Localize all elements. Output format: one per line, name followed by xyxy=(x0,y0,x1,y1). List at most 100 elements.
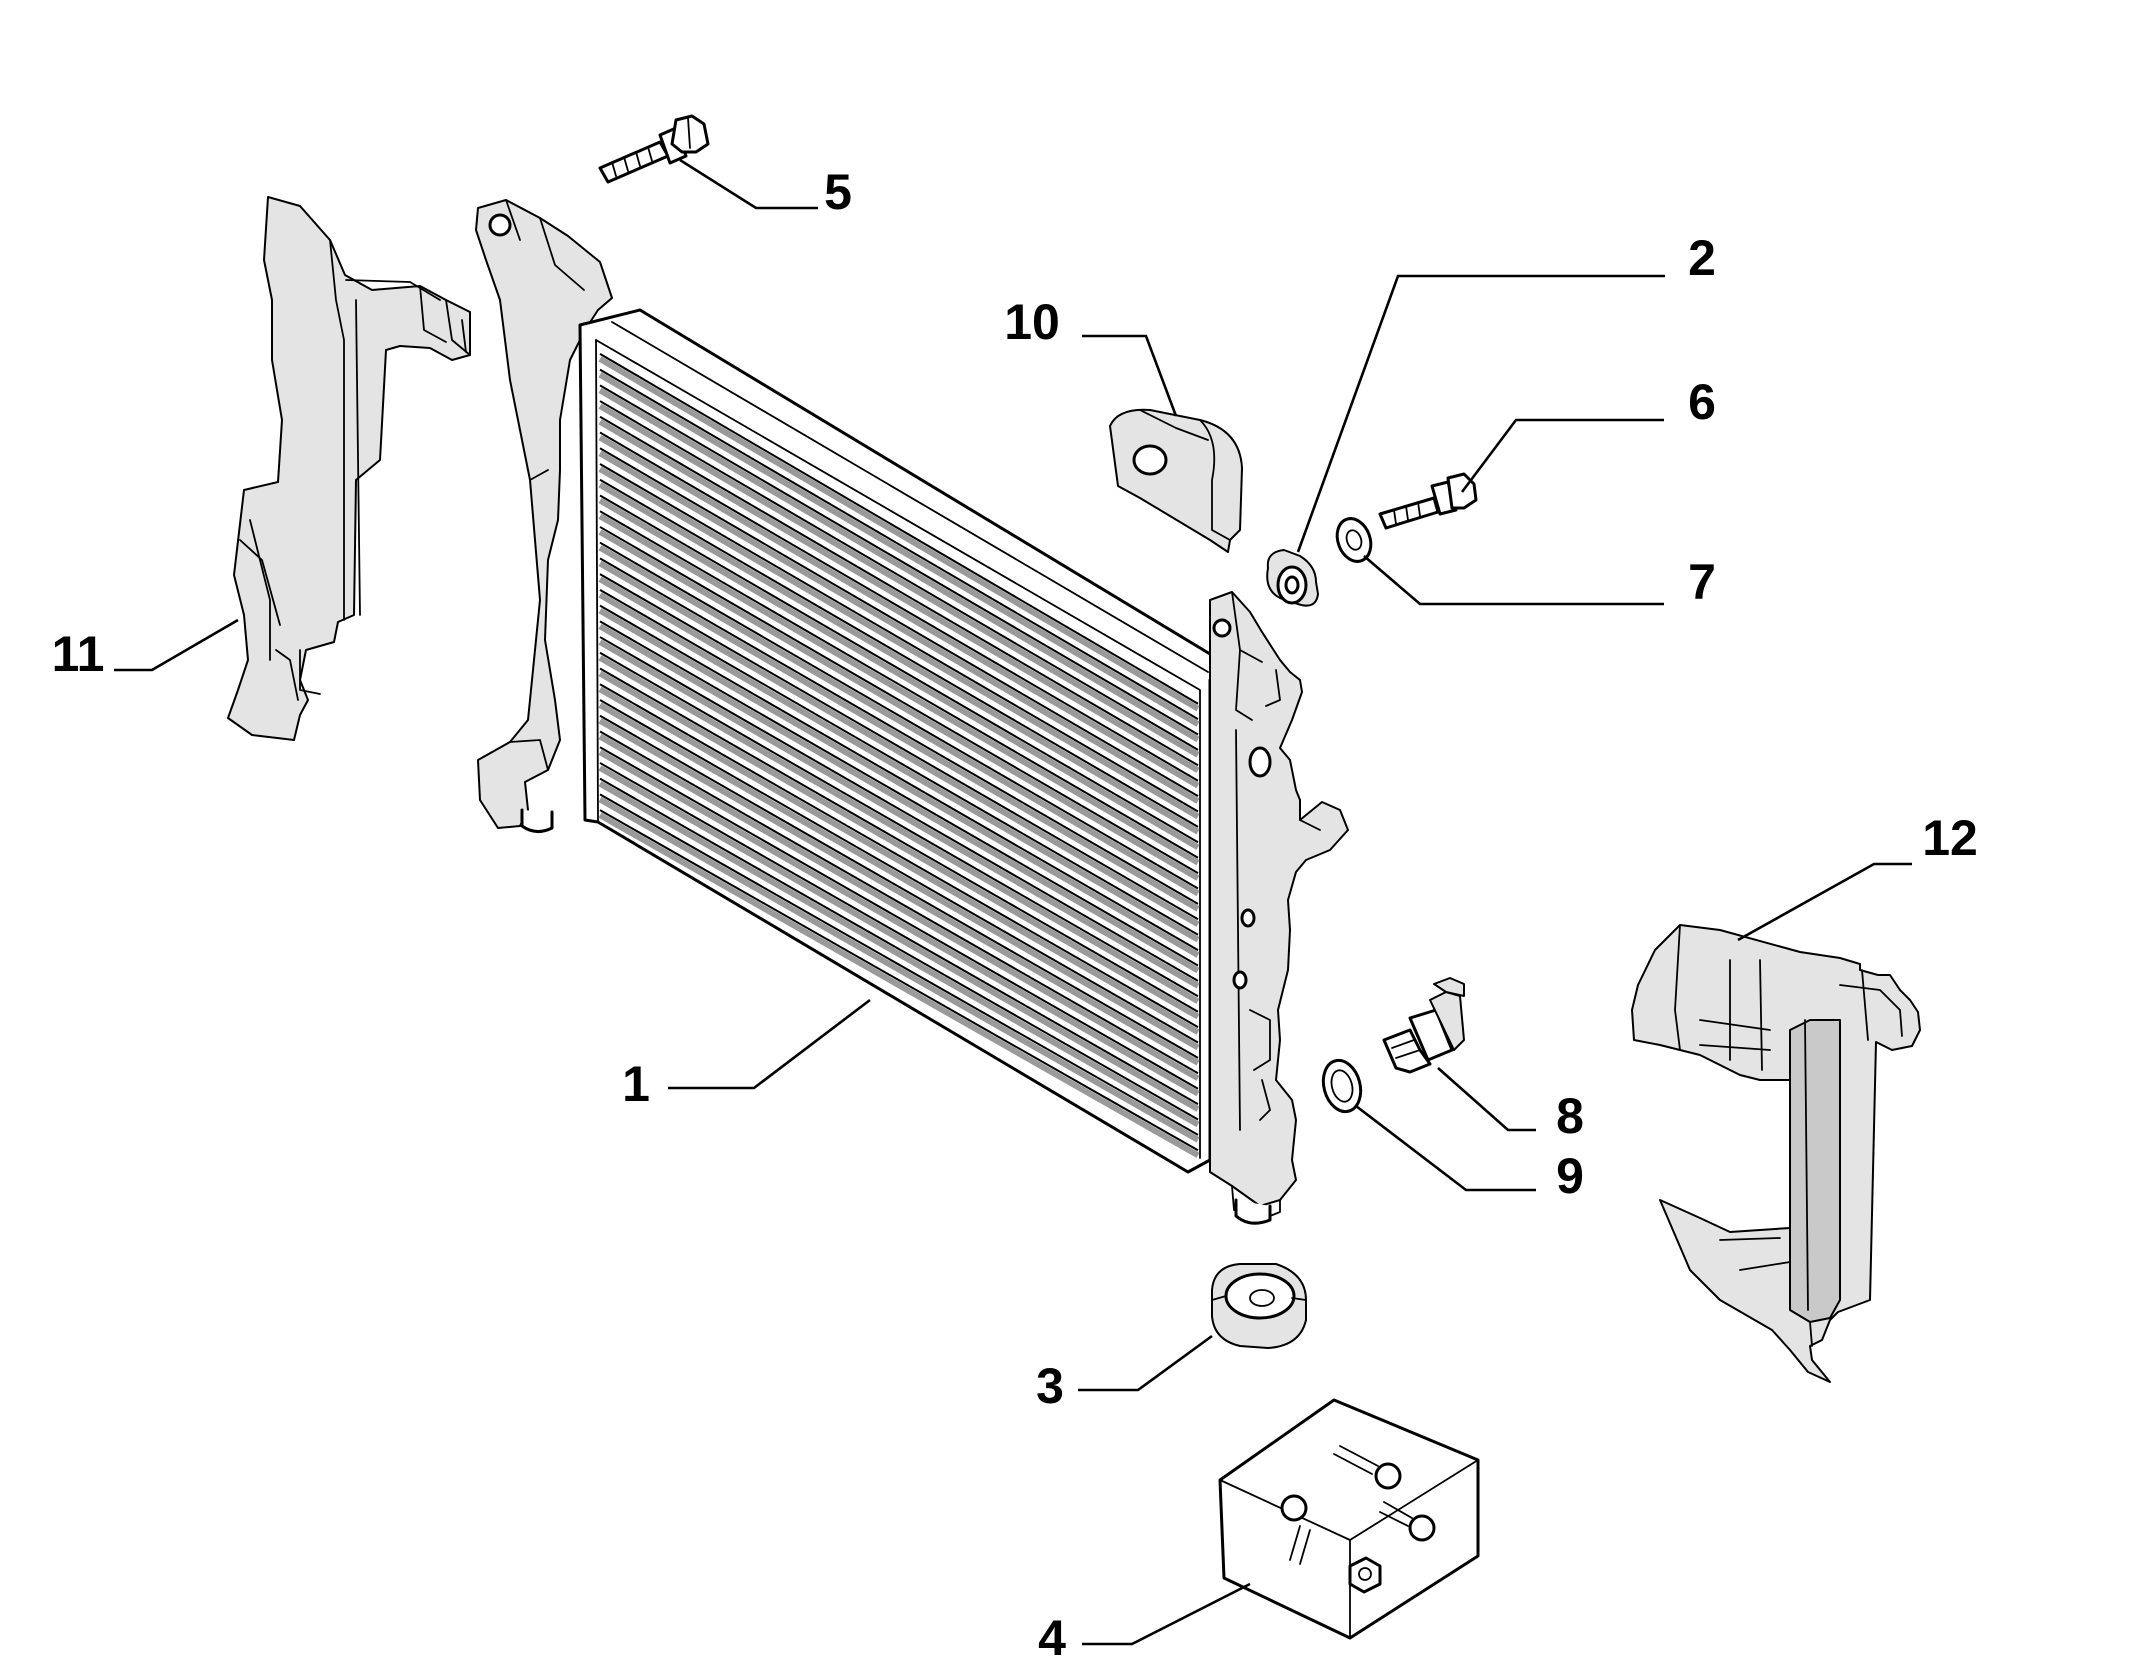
radiator-fin-shadow xyxy=(598,655,1200,1004)
leader-8 xyxy=(1437,1067,1536,1132)
radiator-fin-shadow xyxy=(598,796,1200,1143)
radiator-fin xyxy=(599,494,1199,844)
radiator-fin xyxy=(599,400,1199,751)
callout-2: 2 xyxy=(1688,230,1716,286)
radiator-fin xyxy=(599,541,1199,890)
leader-2 xyxy=(1296,274,1665,553)
leader-1 xyxy=(668,998,871,1090)
radiator-fin-shadow xyxy=(598,718,1200,1066)
radiator-fin-shadow xyxy=(598,497,1200,850)
radiator-fin xyxy=(599,714,1199,1059)
radiator-fin-shadow xyxy=(598,466,1200,820)
radiator-fin-shadow xyxy=(598,403,1200,758)
right-air-deflector[interactable] xyxy=(1631,924,1921,1383)
radiator-fin xyxy=(599,620,1199,967)
radiator-fin xyxy=(599,415,1199,767)
leader-lines xyxy=(114,158,1912,1646)
callout-6: 6 xyxy=(1688,374,1716,430)
radiator-fin-shadow xyxy=(598,529,1200,881)
radiator-fin-shadow xyxy=(598,639,1200,989)
radiator-fin xyxy=(599,636,1199,982)
radiator-fin-shadow xyxy=(598,434,1200,789)
radiator-fin xyxy=(599,699,1199,1044)
radiator-fin xyxy=(599,809,1199,1152)
radiator-fin xyxy=(599,683,1199,1028)
leader-12 xyxy=(1737,862,1912,942)
radiator-fin-shadow xyxy=(598,419,1200,773)
radiator-fin xyxy=(599,431,1199,782)
leader-10 xyxy=(1082,334,1178,417)
radiator-fin xyxy=(599,730,1199,1075)
radiator-fin-shadow xyxy=(598,560,1200,912)
radiator-fin xyxy=(599,526,1199,874)
radiator-fin xyxy=(599,604,1199,951)
seal-ring[interactable] xyxy=(1318,1056,1366,1116)
radiator-fin-shadow xyxy=(598,749,1200,1097)
radiator-fin-shadow xyxy=(598,608,1200,958)
callout-8: 8 xyxy=(1556,1088,1584,1144)
leader-6 xyxy=(1460,418,1664,493)
radiator-fin xyxy=(599,557,1199,905)
radiator-core-fins xyxy=(598,353,1200,1158)
callout-9: 9 xyxy=(1556,1148,1584,1204)
radiator-fin xyxy=(599,777,1199,1121)
radiator-fin xyxy=(599,463,1199,813)
radiator-fin-shadow xyxy=(598,513,1200,866)
leader-7 xyxy=(1363,555,1664,606)
radiator-right-tank[interactable] xyxy=(1209,591,1349,1225)
radiator-fin xyxy=(599,762,1199,1105)
radiator-fin-shadow xyxy=(598,545,1200,897)
radiator-fin-shadow xyxy=(598,623,1200,974)
left-air-deflector[interactable] xyxy=(227,196,471,741)
callout-7: 7 xyxy=(1688,554,1716,610)
drain-plug[interactable] xyxy=(1382,977,1465,1074)
leader-5 xyxy=(679,158,818,210)
mounting-bracket[interactable] xyxy=(1109,408,1243,553)
radiator-fin-shadow xyxy=(598,592,1200,943)
radiator-fin xyxy=(599,353,1199,705)
callout-1: 1 xyxy=(622,1056,650,1112)
washer-top[interactable] xyxy=(1331,514,1376,566)
leader-9 xyxy=(1355,1104,1536,1192)
radiator-fin xyxy=(599,510,1199,859)
callout-11: 11 xyxy=(52,626,105,682)
callout-labels: 1 2 3 4 5 6 7 8 9 10 11 12 xyxy=(52,164,1978,1666)
radiator-fin-shadow xyxy=(598,482,1200,835)
radiator-fin-shadow xyxy=(598,670,1200,1020)
radiator-fin xyxy=(599,447,1199,797)
radiator-fin xyxy=(599,368,1199,720)
hardware-kit-box[interactable] xyxy=(1218,1398,1480,1640)
callout-10: 10 xyxy=(1004,294,1060,350)
callout-5: 5 xyxy=(824,164,852,220)
leader-4 xyxy=(1082,1582,1251,1646)
callout-3: 3 xyxy=(1036,1358,1064,1414)
radiator-fin xyxy=(599,384,1199,736)
radiator-fin-shadow xyxy=(598,702,1200,1051)
radiator-fin-shadow xyxy=(598,576,1200,927)
radiator-fin-shadow xyxy=(598,812,1200,1158)
radiator-fin xyxy=(599,793,1199,1136)
callout-4: 4 xyxy=(1038,1610,1066,1666)
radiator-fin-shadow xyxy=(598,781,1200,1128)
radiator-fin-shadow xyxy=(598,765,1200,1112)
callout-12: 12 xyxy=(1922,810,1978,866)
radiator-fin xyxy=(599,746,1199,1090)
rubber-mount[interactable] xyxy=(1211,1263,1307,1349)
radiator-left-foot xyxy=(520,808,554,833)
bolt-top[interactable] xyxy=(598,114,710,184)
rubber-grommet[interactable] xyxy=(1266,549,1319,607)
radiator-fin xyxy=(599,651,1199,998)
radiator-fin-shadow xyxy=(598,733,1200,1081)
radiator-fin-shadow xyxy=(598,450,1200,804)
leader-3 xyxy=(1078,1334,1213,1392)
radiator-fin-shadow xyxy=(598,686,1200,1035)
radiator-fin-shadow xyxy=(598,356,1200,712)
radiator-fin xyxy=(599,589,1199,936)
radiator-fin-shadow xyxy=(598,372,1200,727)
radiator-fin-shadow xyxy=(598,387,1200,743)
radiator-fin xyxy=(599,667,1199,1013)
bolt-side[interactable] xyxy=(1378,472,1478,530)
leader-11 xyxy=(114,618,239,672)
radiator-fin xyxy=(599,478,1199,828)
